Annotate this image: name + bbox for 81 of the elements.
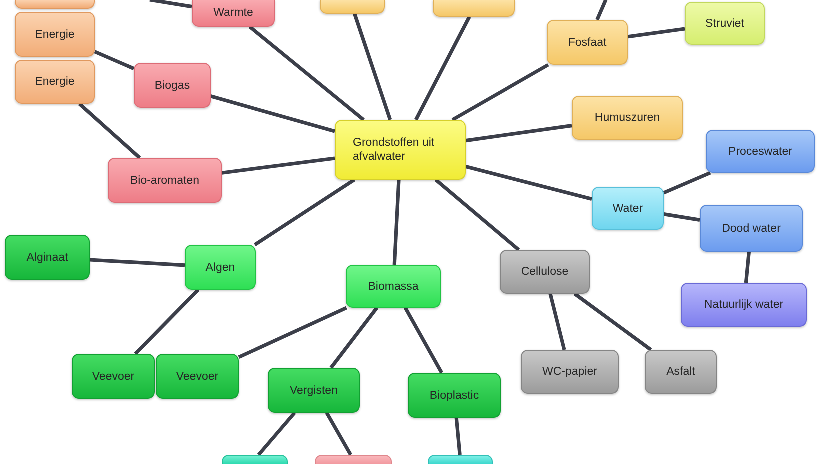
connector-line [78,102,142,160]
node-label: Warmte [214,6,254,20]
connector-line [548,294,566,350]
connector-line [392,180,401,266]
connector-line [596,0,608,21]
connector-line [90,258,186,268]
concept-box [320,0,385,14]
node-label: Biogas [154,78,190,92]
node-label: Biomassa [368,280,419,294]
concept-box [681,283,807,327]
node-label: Asfalt [666,365,696,379]
connector-line [454,418,462,456]
connector-line [257,412,296,456]
concept-box [500,250,590,294]
connector-line [210,94,336,134]
connector-line [663,171,712,195]
node-label: Bio-aromaten [130,174,200,188]
concept-box [408,373,501,418]
concept-box [706,130,815,173]
node-label: Water [612,202,644,216]
concept-box [192,0,275,27]
concept-box [547,20,628,65]
node-label: Algen [206,260,236,274]
concept-box [108,158,222,203]
concept-box [572,96,683,140]
concept-box [428,455,493,464]
connector-line [238,306,348,360]
concept-box [156,354,239,399]
node-label: Fosfaat [568,36,607,50]
connector-line [134,288,200,356]
connector-line [452,63,550,122]
node-label: Veevoer [92,370,135,384]
connector-line [353,13,392,121]
connector-line [434,178,520,252]
node-label: Bioplastic [430,388,480,402]
connector-line [628,27,686,39]
connector-line [466,165,592,201]
concept-box [315,455,392,464]
connector-line [404,307,444,374]
concept-box [222,455,288,464]
node-label: WC-papier [542,365,598,379]
concept-box [134,63,211,108]
concept-box [15,12,95,57]
concept-box [521,350,619,394]
connector-line [330,306,379,370]
node-label: Grondstoffen uit afvalwater [353,136,436,164]
node-label: Dood water [722,222,781,236]
concept-box [185,245,256,290]
concept-box [685,2,765,45]
node-label: Vergisten [290,384,338,398]
node-label: Energie [35,28,75,42]
connector-line [466,124,572,143]
connector-line [414,16,472,121]
node-label: Alginaat [26,250,68,264]
concept-box [15,60,95,104]
node-label: Cellulose [521,265,569,279]
concept-box [433,0,515,17]
node-label: Humuszuren [594,111,660,125]
concept-box [335,120,466,180]
concept-box [346,265,441,308]
connector-line [222,156,336,175]
connector-line [574,292,652,352]
connector-line [94,50,135,70]
connector-line [254,178,356,246]
node-label: Proceswater [728,144,792,158]
node-label: Energie [35,75,75,89]
concept-box [15,0,95,9]
connector-line [325,412,352,456]
concept-box [700,205,803,252]
concept-box [5,235,90,280]
connector-line [664,212,700,222]
concept-box [592,187,664,230]
concept-box [268,368,360,413]
connector-line [248,26,365,122]
node-label: Natuurlijk water [704,298,784,312]
node-label: Struviet [706,16,744,30]
node-label: Veevoer [176,370,219,384]
concept-box [72,354,155,399]
connector-line [744,252,751,284]
connector-line [150,0,192,9]
concept-box [645,350,717,394]
